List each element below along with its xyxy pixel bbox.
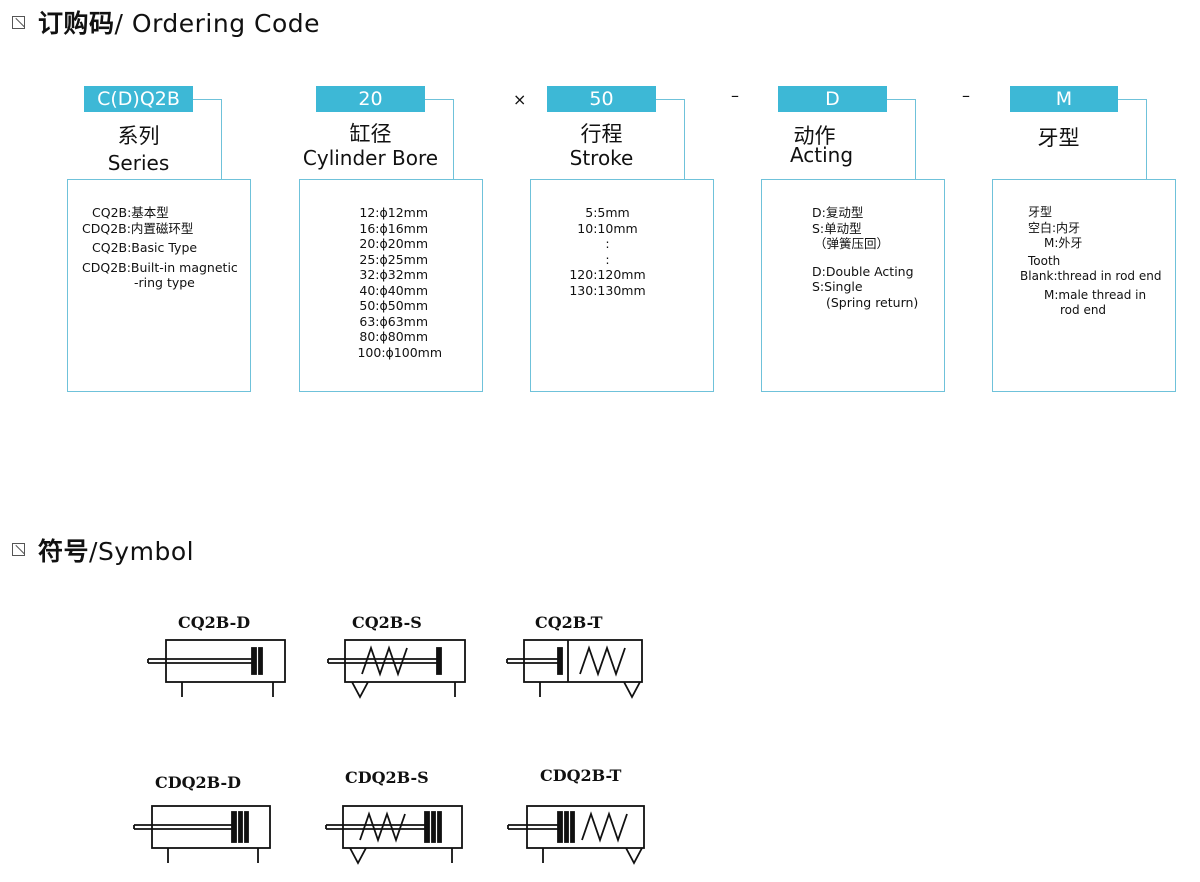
option-line: D:Double Acting [812,263,914,279]
option-line: 32:ϕ32mm [359,267,428,282]
stroke-box [530,179,714,392]
symbol-label-cdq2b-t: CDQ2B-T [540,766,622,785]
symbol-label-cq2b-d: CQ2B-D [178,613,251,632]
option-line: 25:ϕ25mm [359,251,428,267]
option-line: 12:ϕ12mm [359,205,428,220]
option-line: M:外牙 [1044,236,1083,250]
option-line: D:复动型 [812,205,864,220]
option-line: Tooth [1028,253,1061,268]
option-line: M:male thread in [1044,287,1147,302]
option-line: 40:ϕ40mm [359,282,428,298]
option-line: S:单动型 [812,220,862,236]
option-line: CDQ2B:内置磁环型 [82,220,194,236]
separator-dash-2: – [962,86,970,105]
option-line: (Spring return) [826,294,919,310]
thread-bracket [1118,99,1147,180]
option-line: CQ2B:基本型 [92,205,169,220]
thread-label-cn: 牙型 [1037,126,1080,150]
bore-label-cn: 缸径 [349,122,392,146]
acting-label-cn: 动作 [793,124,836,148]
option-line: 牙型 [1028,205,1053,219]
acting-bracket [887,99,916,180]
symbol-cq2b-s [327,639,466,699]
thread-box [992,179,1176,392]
stroke-label-en: Stroke [569,146,634,170]
option-line: 50:ϕ50mm [359,298,428,313]
acting-code-tag: D [778,86,887,112]
symbol-label-cdq2b-s: CDQ2B-S [345,768,429,787]
option-line: 100:ϕ100mm [357,344,442,360]
option-line: : [605,251,610,267]
bore-code-tag: 20 [316,86,425,112]
option-line: CDQ2B:Built-in magnetic [82,259,238,275]
stroke-options: 5:5mm 10:10mm : : 120:120mm 130:130mm [560,205,655,298]
symbol-title: 符号/Symbol [38,537,195,566]
section-bullet-icon [12,543,25,556]
bore-options: 12:ϕ12mm 16:ϕ16mm 20:ϕ20mm 25:ϕ25mm 32:ϕ… [332,205,442,360]
symbol-label-cq2b-s: CQ2B-S [352,613,422,632]
option-line: 80:ϕ80mm [359,329,428,344]
option-line: Blank:thread in rod end [1020,269,1162,283]
separator-times: × [513,90,527,109]
option-line: 20:ϕ20mm [359,236,428,251]
ordering-code-title: 订购码/ Ordering Code [38,9,321,38]
option-line: 空白:内牙 [1028,220,1081,235]
symbol-label-cdq2b-d: CDQ2B-D [155,773,242,792]
symbol-cdq2b-d [133,805,271,863]
section-bullet-icon [12,16,25,29]
acting-options: D:复动型 S:单动型 （弹簧压回） D:Double Acting S:Sin… [812,205,918,310]
option-line: 120:120mm [569,267,646,282]
series-label-cn: 系列 [117,124,160,148]
option-line: CQ2B:Basic Type [92,240,198,255]
stroke-label-cn: 行程 [580,122,623,146]
option-line: -ring type [134,275,195,290]
thread-code-tag: M [1010,86,1118,112]
option-line: S:Single [812,279,863,294]
option-line: rod end [1060,303,1107,317]
bore-bracket [425,99,454,180]
separator-dash-1: – [731,86,739,105]
symbol-cdq2b-t [507,805,645,865]
option-line: 5:5mm [585,205,630,220]
option-line: 130:130mm [569,282,646,298]
option-line: 63:ϕ63mm [359,313,428,329]
stroke-bracket [656,99,685,180]
option-line: : [605,236,610,251]
symbol-cq2b-t [506,639,643,699]
series-bracket [193,99,222,180]
acting-label-en: Acting [789,143,854,167]
bore-box [299,179,483,392]
symbol-label-cq2b-t: CQ2B-T [535,613,603,632]
series-code-tag: C(D)Q2B [84,86,193,112]
series-options: CQ2B:基本型 CDQ2B:内置磁环型 CQ2B:Basic Type CDQ… [82,205,238,291]
symbol-cdq2b-s [325,805,463,865]
option-line: （弹簧压回） [814,236,890,251]
series-box [67,179,251,392]
option-line: 16:ϕ16mm [359,220,428,236]
stroke-code-tag: 50 [547,86,656,112]
acting-box [761,179,945,392]
option-line: 10:10mm [577,220,638,236]
series-label-en: Series [107,151,170,175]
bore-label-en: Cylinder Bore [302,146,439,170]
thread-options: 牙型 空白:内牙 M:外牙 Tooth Blank:thread in rod … [1020,205,1161,319]
symbol-cq2b-d [147,639,286,697]
